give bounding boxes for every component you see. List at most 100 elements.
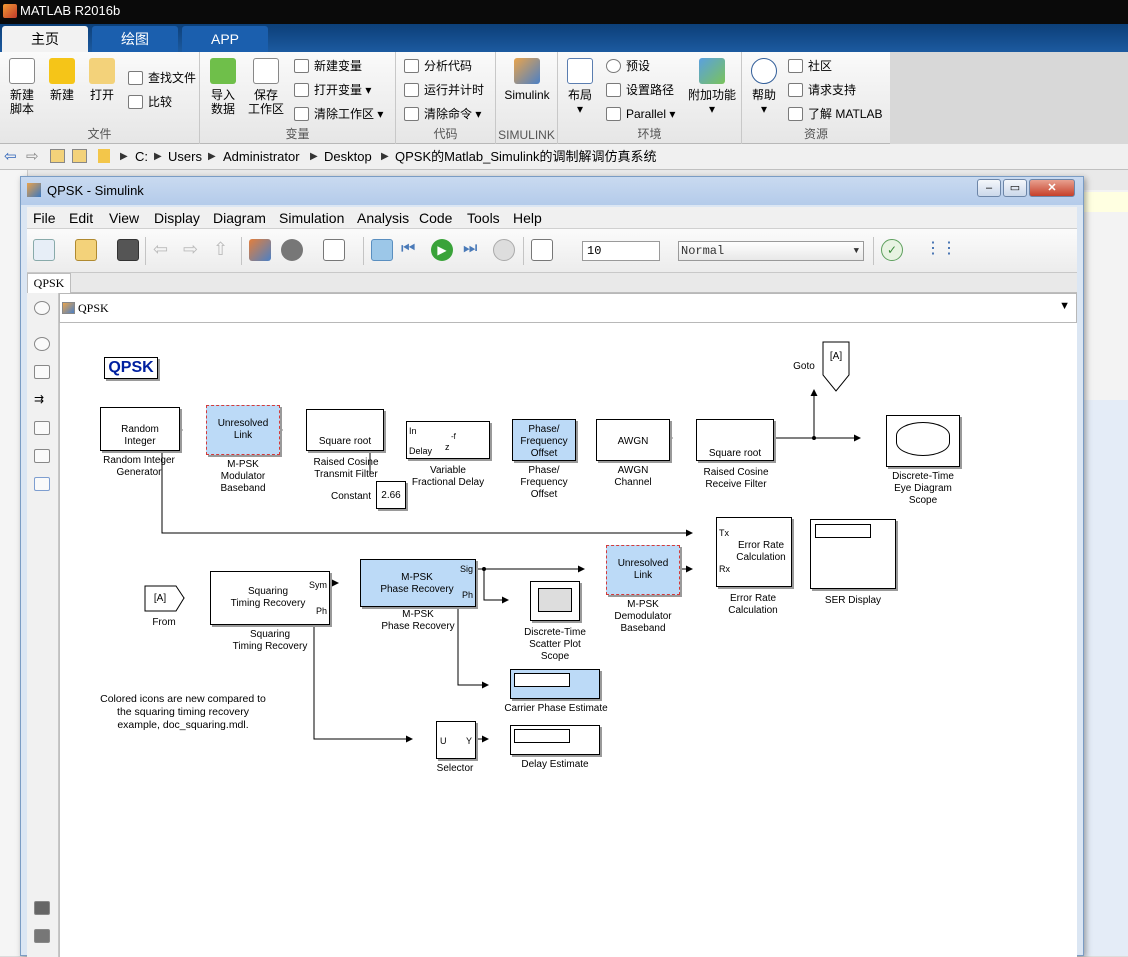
annotation-icon[interactable]	[34, 421, 50, 435]
new-variable-button[interactable]: 新建变量	[294, 56, 362, 76]
new-button[interactable]: 新建	[46, 58, 78, 102]
block-random-integer[interactable]: Random Integer	[100, 407, 180, 451]
block-mpsk-phase-recovery[interactable]: M-PSK Phase Recovery Sig Ph	[360, 559, 476, 607]
block-carrier-phase-estimate[interactable]	[510, 669, 600, 699]
tab-plots[interactable]: 绘图	[92, 26, 178, 52]
back-icon[interactable]: ⇦	[153, 239, 169, 259]
update-diagram-icon[interactable]	[371, 239, 393, 261]
menu-view[interactable]: View	[109, 210, 140, 226]
data-inspector-icon[interactable]	[531, 239, 553, 261]
find-files-button[interactable]: 查找文件	[128, 68, 196, 88]
up-folder-icon[interactable]	[50, 149, 65, 163]
chevron-down-icon[interactable]: ▼	[1059, 300, 1070, 312]
breadcrumb-project-folder[interactable]: QPSK的Matlab_Simulink的调制解调仿真系统	[395, 149, 657, 164]
block-ser-display[interactable]	[810, 519, 896, 589]
block-squaring-timing-recovery[interactable]: Squaring Timing Recovery Sym Ph	[210, 571, 330, 625]
clear-commands-button[interactable]: 清除命令 ▾	[404, 104, 481, 124]
zoom-icon[interactable]	[34, 337, 50, 351]
learn-matlab-button[interactable]: 了解 MATLAB	[788, 104, 882, 124]
block-selector[interactable]: U Y	[436, 721, 476, 759]
help-button[interactable]: 帮助▾	[748, 58, 780, 116]
open-button[interactable]: 打开	[86, 58, 118, 102]
preferences-button[interactable]: 预设	[606, 56, 650, 76]
new-model-icon[interactable]	[33, 239, 55, 261]
browse-folder-icon[interactable]	[72, 149, 87, 163]
menu-analysis[interactable]: Analysis	[357, 210, 410, 226]
analyze-code-button[interactable]: 分析代码	[404, 56, 472, 76]
set-path-button[interactable]: 设置路径	[606, 80, 674, 100]
menu-tools[interactable]: Tools	[467, 210, 500, 226]
block-delay-estimate[interactable]	[510, 725, 600, 755]
model-explorer-icon[interactable]	[323, 239, 345, 261]
block-awgn[interactable]: AWGN	[596, 419, 670, 461]
block-eye-diagram-scope[interactable]	[886, 415, 960, 467]
new-script-button[interactable]: 新建 脚本	[6, 58, 38, 116]
block-rx-filter[interactable]: Square root	[696, 419, 774, 461]
forward-icon[interactable]: ⇨	[183, 239, 199, 259]
image-icon[interactable]	[34, 449, 50, 463]
camera-icon[interactable]	[34, 901, 50, 915]
save-icon[interactable]	[117, 239, 139, 261]
block-mpsk-modulator[interactable]: Unresolved Link	[206, 405, 280, 455]
import-data-button[interactable]: 导入 数据	[206, 58, 240, 116]
block-constant[interactable]: 2.66	[376, 481, 406, 509]
step-forward-icon[interactable]: ⏭	[463, 240, 478, 257]
minimize-button[interactable]: –	[977, 179, 1001, 197]
stop-icon[interactable]	[493, 239, 515, 261]
breadcrumb-desktop[interactable]: Desktop	[324, 149, 372, 164]
compare-button[interactable]: 比较	[128, 92, 172, 112]
menu-simulation[interactable]: Simulation	[279, 210, 345, 226]
tab-apps[interactable]: APP	[182, 26, 268, 52]
block-from[interactable]	[144, 585, 186, 613]
forward-icon[interactable]: ⇨	[26, 148, 39, 165]
simulink-button[interactable]: Simulink	[500, 58, 554, 102]
up-icon[interactable]: ⇧	[213, 239, 229, 259]
fit-to-view-icon[interactable]	[34, 365, 50, 379]
build-icon[interactable]: ⋮⋮	[925, 240, 957, 257]
block-error-rate-calculation[interactable]: Tx Rx Error Rate Calculation	[716, 517, 792, 587]
hide-explorer-icon[interactable]	[34, 301, 50, 315]
library-browser-icon[interactable]	[249, 239, 271, 261]
area-icon[interactable]	[34, 477, 50, 491]
menu-help[interactable]: Help	[513, 210, 542, 226]
layout-button[interactable]: 布局▾	[564, 58, 596, 116]
menu-edit[interactable]: Edit	[69, 210, 94, 226]
parallel-button[interactable]: Parallel ▾	[606, 104, 675, 124]
diagram-canvas[interactable]: QPSK Random Integer Random Integer Gener…	[59, 323, 1077, 957]
block-tx-filter[interactable]: Square root	[306, 409, 384, 451]
breadcrumb-administrator[interactable]: Administrator	[223, 149, 300, 164]
run-icon[interactable]: ▶	[431, 239, 453, 261]
model-advisor-icon[interactable]: ✓	[881, 239, 903, 261]
block-mpsk-demodulator[interactable]: Unresolved Link	[606, 545, 680, 595]
clear-workspace-button[interactable]: 清除工作区 ▾	[294, 104, 383, 124]
breadcrumb-drive[interactable]: C:	[135, 149, 148, 164]
menu-display[interactable]: Display	[154, 210, 200, 226]
breadcrumb-users[interactable]: Users	[168, 149, 202, 164]
menu-file[interactable]: File	[33, 210, 56, 226]
request-support-button[interactable]: 请求支持	[788, 80, 856, 100]
maximize-button[interactable]: ▭	[1003, 179, 1027, 197]
open-icon[interactable]	[75, 239, 97, 261]
close-button[interactable]: ✕	[1029, 179, 1075, 197]
tab-home[interactable]: 主页	[2, 26, 88, 52]
save-workspace-button[interactable]: 保存 工作区	[246, 58, 286, 116]
block-variable-fractional-delay[interactable]: In Delay z -f	[406, 421, 490, 459]
block-phase-frequency-offset[interactable]: Phase/ Frequency Offset	[512, 419, 576, 461]
block-goto[interactable]	[822, 341, 852, 393]
arrow-icon[interactable]: ⇉	[34, 392, 45, 406]
step-back-icon[interactable]: ⏮	[401, 240, 416, 257]
block-scatter-plot-scope[interactable]	[530, 581, 580, 621]
property-inspector-icon[interactable]	[34, 929, 50, 943]
simulation-mode-select[interactable]: Normal▼	[678, 241, 864, 261]
tab-model[interactable]: QPSK	[27, 273, 71, 293]
back-icon[interactable]: ⇦	[4, 148, 17, 165]
community-button[interactable]: 社区	[788, 56, 832, 76]
stop-time-input[interactable]	[582, 241, 660, 261]
menu-diagram[interactable]: Diagram	[213, 210, 266, 226]
add-ons-button[interactable]: 附加功能▾	[686, 58, 738, 116]
open-variable-button[interactable]: 打开变量 ▾	[294, 80, 371, 100]
run-and-time-button[interactable]: 运行并计时	[404, 80, 484, 100]
gear-icon[interactable]	[281, 239, 303, 261]
explorer-bar[interactable]: QPSK ▼	[59, 293, 1077, 323]
menu-code[interactable]: Code	[419, 210, 453, 226]
